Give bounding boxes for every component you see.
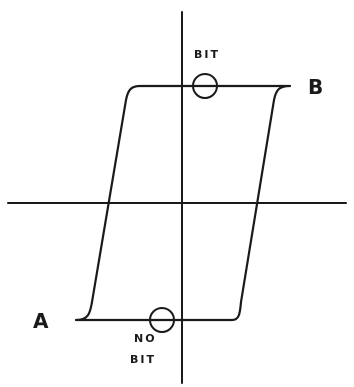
hysteresis-loop-curve xyxy=(74,84,292,322)
bit-label: BIT xyxy=(194,48,220,61)
no-bit-label-line2: BIT xyxy=(130,353,156,366)
point-a-label: A xyxy=(33,309,49,333)
bit-state-circle xyxy=(192,73,218,99)
point-b-label: B xyxy=(308,75,323,99)
no-bit-state-circle xyxy=(149,307,175,333)
no-bit-label-line1: NO xyxy=(134,332,157,345)
